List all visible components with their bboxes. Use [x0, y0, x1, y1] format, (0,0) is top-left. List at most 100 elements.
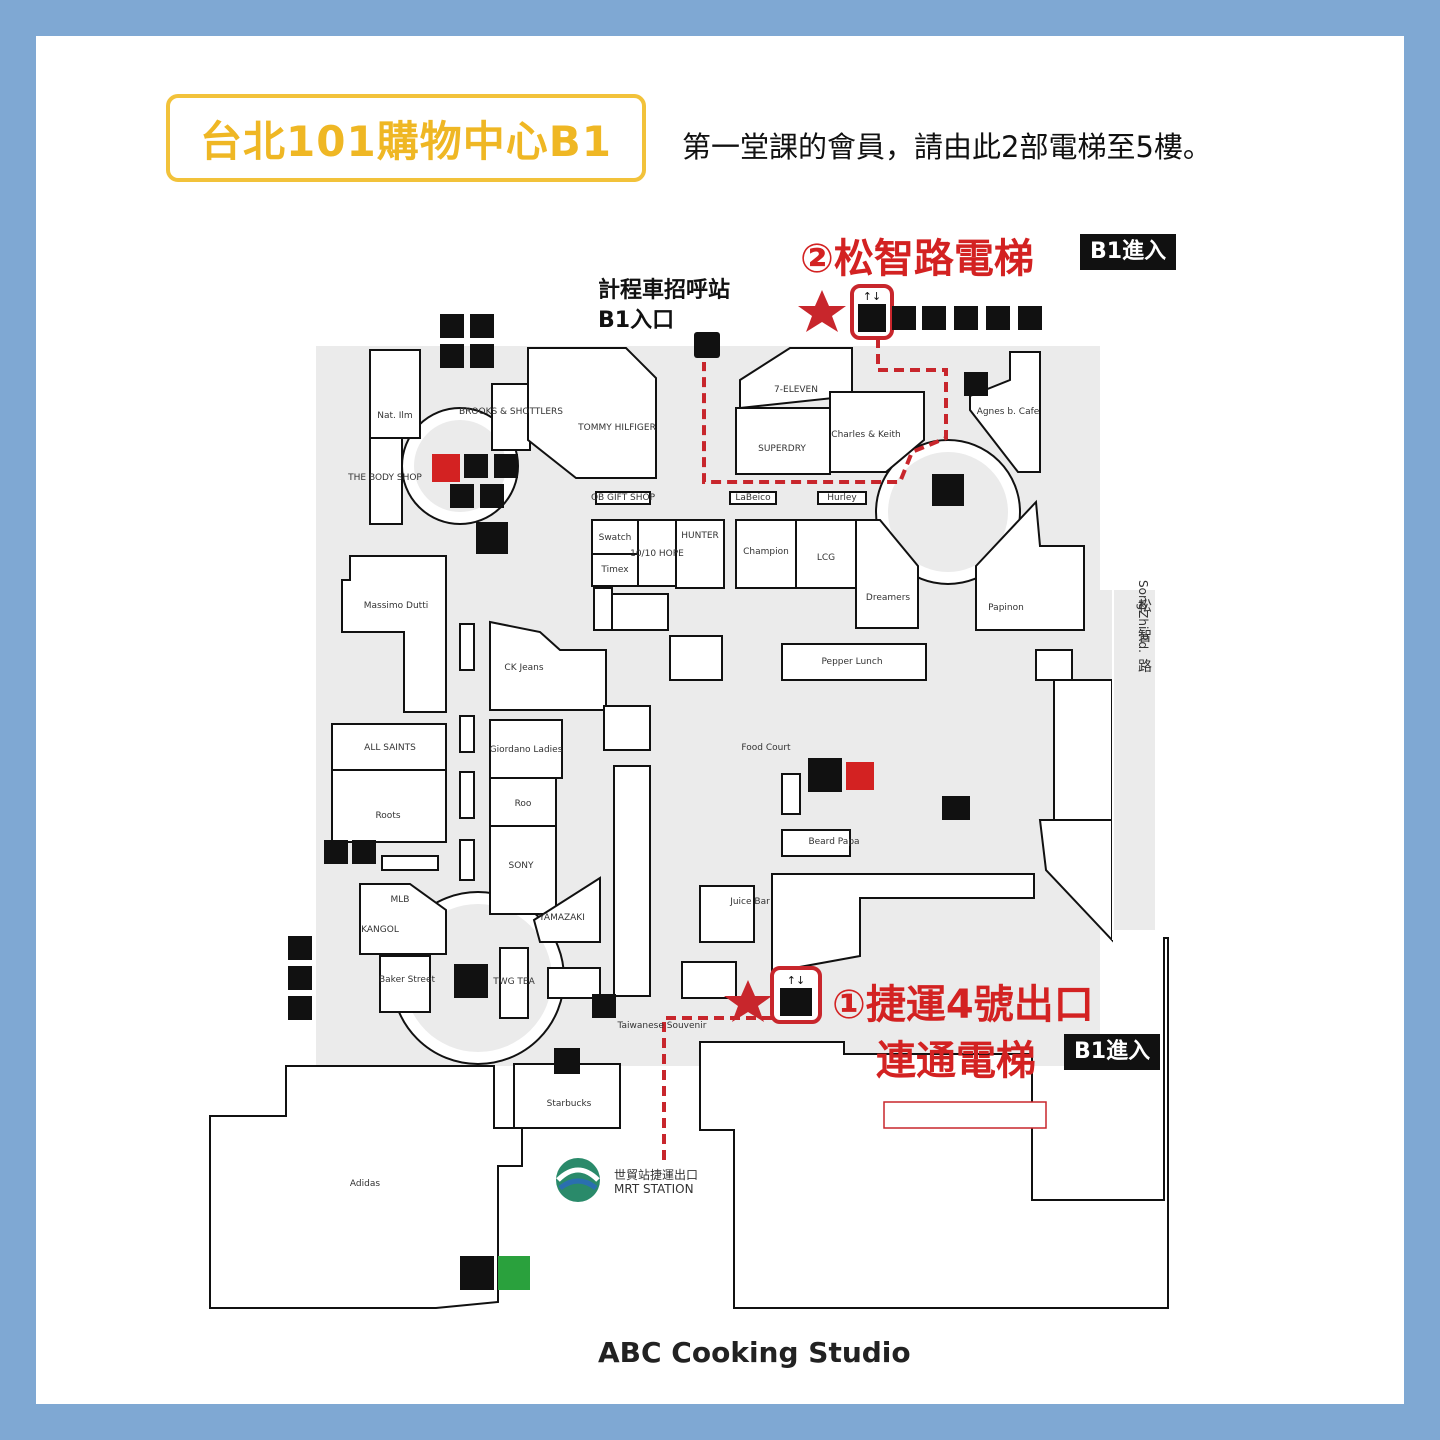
currency-icon — [480, 484, 504, 508]
store-label-papinon: Papinon — [988, 603, 1024, 613]
store-label-agnes: Agnes b. Cafe — [977, 407, 1040, 417]
store-juice — [699, 885, 755, 943]
store-giordano — [489, 719, 563, 779]
store-label-adidas: Adidas — [350, 1179, 380, 1189]
store-label-giftshop: OB GIFT SHOP — [591, 493, 656, 503]
store-body-shop — [369, 437, 403, 525]
nursing-icon-2 — [986, 306, 1010, 330]
mrt-label: 世貿站捷運出口 MRT STATION — [614, 1168, 698, 1196]
road-label-zh-2: 智 — [1138, 629, 1152, 645]
elevator-2-badge: B1進入 — [1080, 234, 1177, 270]
store-small-b — [669, 635, 723, 681]
store-label-charles: Charles & Keith — [831, 430, 900, 440]
page-title: 台北101購物中心B1 — [200, 116, 612, 166]
store-small-e — [603, 705, 651, 751]
store-hurley — [817, 491, 867, 505]
store-label-tea: TWG TEA — [492, 977, 535, 987]
taxi-line2: B1入口 — [598, 308, 675, 333]
restroom-icon-2 — [922, 306, 946, 330]
road-label-zh-1: 松 — [1138, 599, 1152, 615]
store-mirror — [381, 855, 439, 871]
escalator-icon — [476, 522, 508, 554]
store-baker — [379, 955, 431, 1013]
store-dreamers — [855, 519, 919, 629]
store-starbucks — [513, 1063, 621, 1129]
store-small-g — [781, 773, 801, 815]
road-label-en: SongZhi Rd. — [1136, 580, 1150, 653]
mrt-line2: MRT STATION — [614, 1182, 694, 1196]
store-label-giordano: Giordano Ladies — [490, 745, 563, 755]
store-label-lcg: LCG — [817, 553, 835, 563]
taxi-icon — [694, 332, 720, 358]
store-timex — [591, 553, 639, 587]
store-ckwatch2 — [459, 715, 475, 753]
accessible-icon — [470, 314, 494, 338]
elevator-icon-3 — [942, 796, 970, 820]
elevator-1-badge: B1進入 — [1064, 1034, 1161, 1070]
store-tea — [499, 947, 529, 1019]
elevator-2-icon: ↑↓ — [850, 284, 894, 340]
store-label-body: THE BODY SHOP — [347, 473, 422, 483]
store-seven — [739, 347, 853, 410]
elevator-icon-4 — [288, 936, 312, 960]
store-east2 — [1035, 649, 1073, 681]
store-pepper — [781, 643, 927, 681]
restroom-icon — [440, 314, 464, 338]
store-label-timex: Timex — [600, 565, 629, 575]
store-label-nothing: Nat. Ilm — [377, 411, 412, 421]
accessible-icon-2 — [954, 306, 978, 330]
nursing-icon — [440, 344, 464, 368]
store-swatch — [591, 519, 639, 555]
store-labeico — [729, 491, 777, 505]
aed-icon-2 — [846, 762, 874, 790]
store-nothing — [369, 349, 421, 439]
store-label-allsaints: ALL SAINTS — [364, 743, 416, 753]
store-lcg — [795, 519, 857, 589]
store-small-c — [459, 771, 475, 819]
store-superdry — [735, 407, 831, 475]
store-label-sony: SONY — [508, 861, 534, 871]
store-agnes — [969, 351, 1041, 473]
store-mlb — [359, 883, 447, 955]
escalator-icon-2 — [932, 474, 964, 506]
store-column — [613, 765, 651, 997]
aed-icon — [432, 454, 460, 482]
store-sony — [489, 825, 557, 915]
store-beard — [781, 829, 851, 857]
store-tommy — [527, 347, 657, 479]
store-label-swatch: Swatch — [599, 533, 632, 543]
store-label-hunter: HUNTER — [681, 531, 719, 541]
brand-logo: ABC Cooking Studio — [598, 1336, 911, 1369]
taxi-line1: 計程車招呼站 — [598, 278, 731, 303]
elevator-2-label: ②松智路電梯 — [800, 236, 1034, 282]
route-songzhi — [702, 338, 948, 484]
store-label-hurley: Hurley — [827, 493, 857, 503]
store-label-brooks: BROOKS & SHOTTLERS — [459, 407, 563, 417]
star-icon-1 — [724, 980, 772, 1022]
tax-refund-icon — [450, 484, 474, 508]
store-label-champion: Champion — [743, 547, 789, 557]
store-label-juice: Juice Bar — [729, 897, 770, 907]
locker-icon-4 — [288, 996, 312, 1020]
store-label-seven: 7-ELEVEN — [774, 385, 818, 395]
svg-text:↑↓: ↑↓ — [787, 974, 805, 987]
star-icon-2 — [798, 290, 846, 332]
store-label-ckjeans: CK Jeans — [504, 663, 543, 673]
facility-icons — [288, 306, 1042, 1290]
store-label-yamazaki: YAMAZAKI — [538, 913, 585, 923]
locker-icon-2 — [1018, 306, 1042, 330]
escalator-icon-5 — [460, 1256, 494, 1290]
store-label-baker: Baker Street — [379, 975, 435, 985]
store-label-starbucks: Starbucks — [547, 1099, 592, 1109]
store-label-beard: Beard Papa — [808, 837, 859, 847]
mrt-line1: 世貿站捷運出口 — [614, 1168, 699, 1182]
store-label-tommy: TOMMY HILFIGER — [577, 423, 656, 433]
store-giftshop — [595, 491, 651, 505]
store-label-superdry: SUPERDRY — [758, 444, 806, 454]
store-label-labeico: LaBeico — [735, 493, 771, 503]
store-ckjeans — [489, 620, 607, 711]
service-icon — [494, 454, 518, 478]
store-label-souvenir: Taiwanese Souvenir — [617, 1021, 707, 1031]
elevator-1-label-line2: 連通電梯 — [876, 1038, 1036, 1084]
aed-icons — [432, 454, 874, 790]
